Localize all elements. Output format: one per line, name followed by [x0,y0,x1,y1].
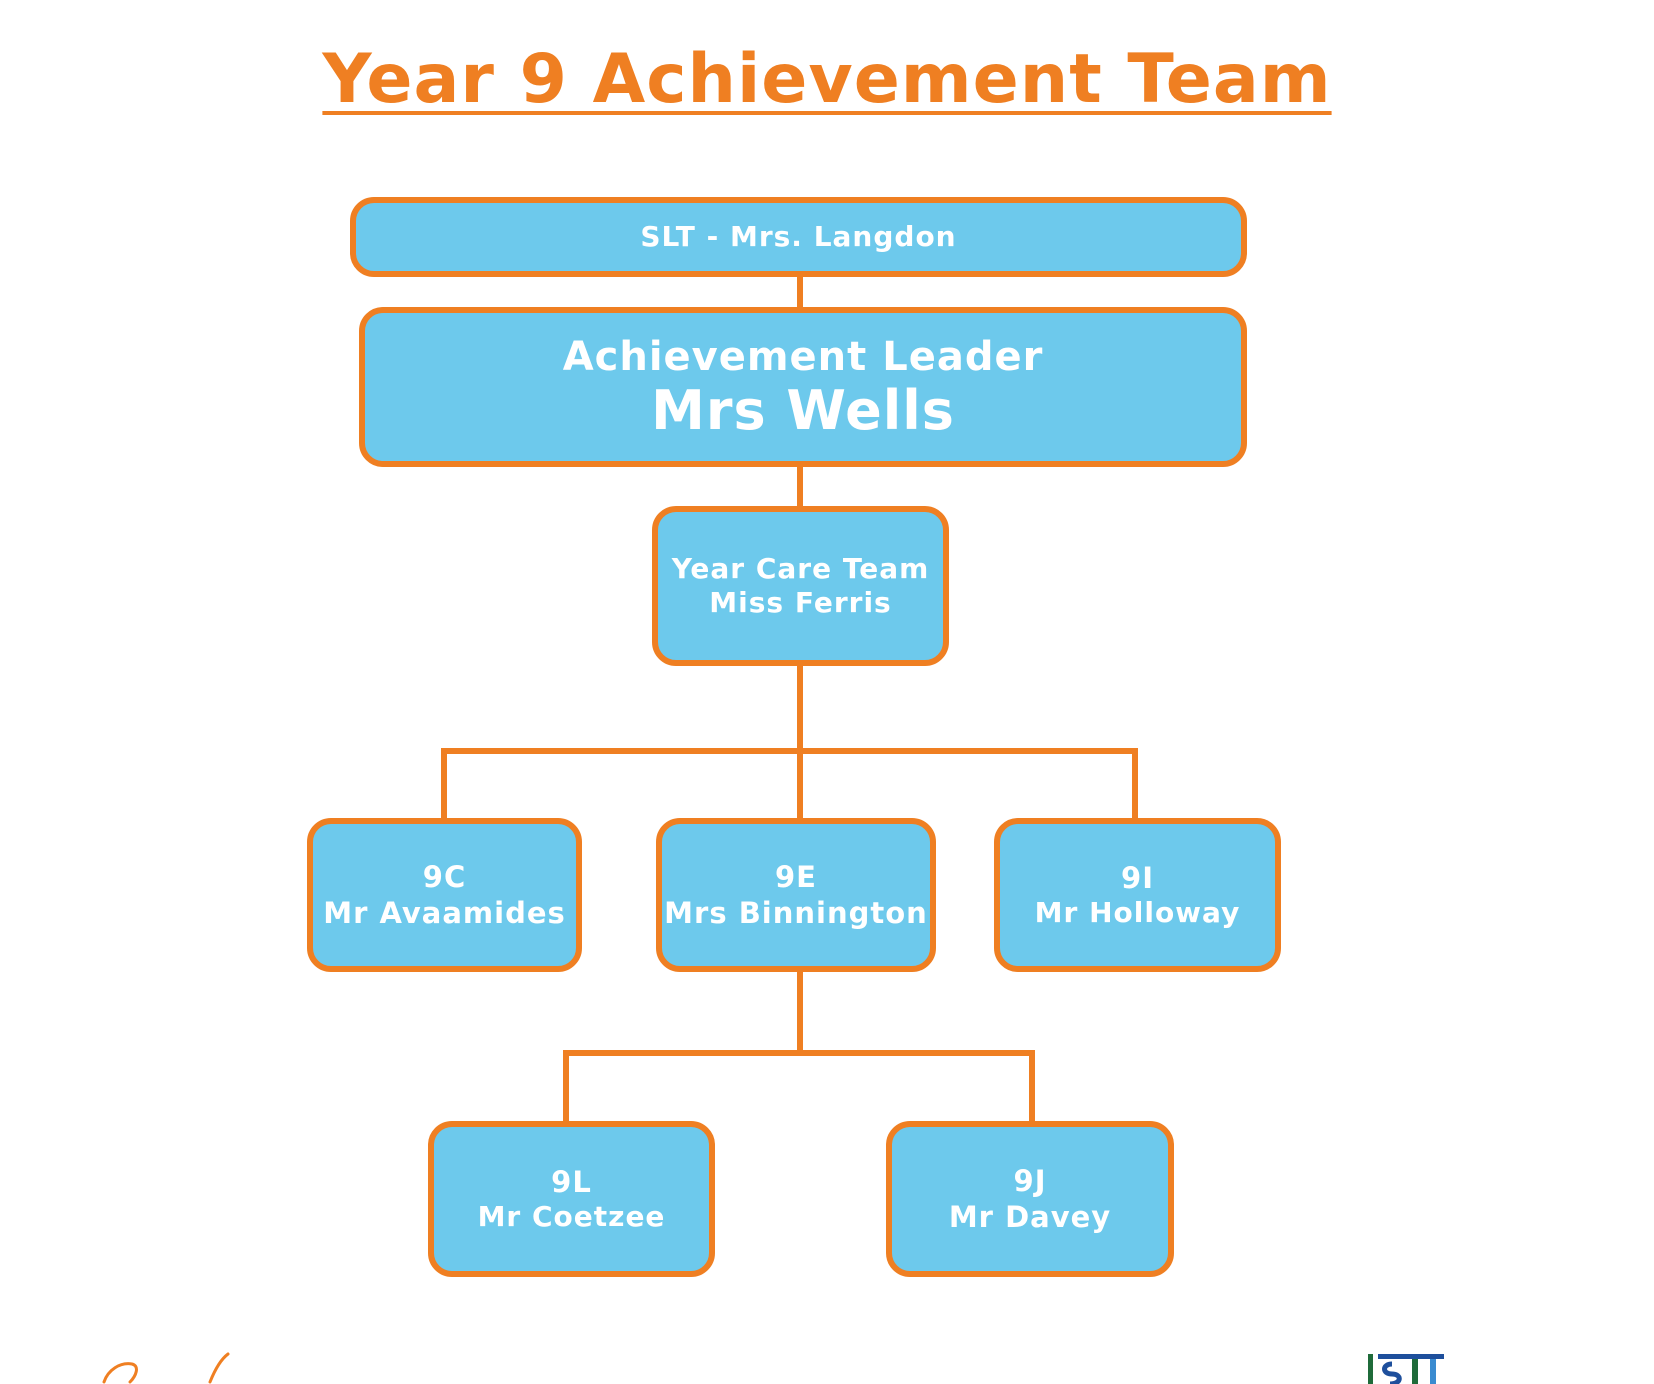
connector-forms-bus [441,748,1138,821]
node-form-9e: 9E Mrs Binnington [656,818,936,972]
node-9e-tutor: Mrs Binnington [664,896,928,930]
node-9i-form: 9I [1121,861,1154,895]
node-slt-label: SLT - Mrs. Langdon [640,220,957,253]
node-9l-form: 9L [551,1165,592,1199]
node-achievement-leader: Achievement Leader Mrs Wells [359,307,1247,467]
node-leader-role: Achievement Leader [562,334,1044,380]
node-slt: SLT - Mrs. Langdon [350,197,1247,277]
school-logo [1368,1354,1444,1384]
node-9c-form: 9C [422,860,467,894]
node-leader-name: Mrs Wells [651,379,955,442]
node-care-role: Year Care Team [671,552,930,585]
node-form-9j: 9J Mr Davey [886,1121,1174,1277]
connector-9e-children-bus [563,1050,1035,1124]
signature-flourish [102,1352,230,1384]
node-form-9l: 9L Mr Coetzee [428,1121,715,1277]
page-title: Year 9 Achievement Team [322,40,1332,119]
node-9j-form: 9J [1013,1164,1047,1198]
node-9e-form: 9E [775,860,817,894]
node-9c-tutor: Mr Avaamides [323,896,566,930]
node-care-name: Miss Ferris [709,586,892,619]
node-form-9i: 9I Mr Holloway [994,818,1281,972]
node-9l-tutor: Mr Coetzee [477,1200,666,1233]
node-year-care-team: Year Care Team Miss Ferris [652,506,949,666]
node-9j-tutor: Mr Davey [948,1200,1112,1234]
node-9i-tutor: Mr Holloway [1034,896,1241,929]
node-form-9c: 9C Mr Avaamides [307,818,582,972]
